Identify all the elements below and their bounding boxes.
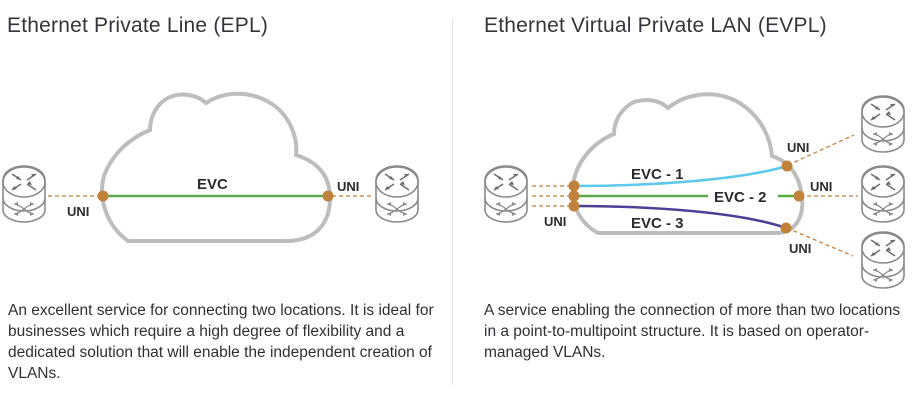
epl-uni-node-right [322, 190, 334, 202]
epl-router-right-icon [375, 165, 419, 223]
epl-description: An excellent service for connecting two … [8, 302, 434, 382]
evpl-router-bottom-icon [861, 231, 905, 289]
evpl-cloud [571, 92, 805, 235]
evpl-router-left-icon [484, 165, 528, 223]
evpl-uni-node-mid [793, 190, 805, 202]
evpl-uni-node-left-3 [568, 200, 580, 212]
evpl-uni-dash-top [787, 134, 855, 166]
evpl-description: A service enabling the connection of mor… [484, 302, 901, 361]
epl-router-left-icon [2, 165, 46, 223]
epl-title: Ethernet Private Line (EPL) [7, 14, 269, 37]
evpl-uni-dash-bottom [786, 227, 854, 257]
evpl-evc-3-line [573, 204, 787, 230]
epl-uni-node-left [97, 190, 109, 202]
evpl-uni-node-top [781, 160, 793, 172]
evpl-router-mid-icon [861, 165, 905, 223]
epl-evc-label: EVC [197, 176, 228, 193]
epl-uni-label-right: UNI [337, 179, 359, 194]
evpl-evc-3-label: EVC - 3 [631, 215, 684, 232]
epl-diagram: EVC UNI UNI [2, 91, 419, 243]
evpl-uni-label-bottom: UNI [789, 241, 811, 256]
evpl-evc-2-label: EVC - 2 [714, 189, 767, 206]
evpl-diagram: EVC - 1 EVC - 2 EVC - 3 UNI UNI UNI UNI [484, 92, 905, 289]
evpl-uni-label-top: UNI [787, 140, 809, 155]
evpl-uni-label-left: UNI [544, 214, 566, 229]
evpl-uni-node-left-1 [568, 180, 580, 192]
evpl-router-top-icon [861, 95, 905, 153]
evpl-title: Ethernet Virtual Private LAN (EVPL) [484, 14, 827, 37]
evpl-evc-1-line [573, 164, 788, 188]
evpl-uni-node-bottom [780, 222, 792, 234]
epl-cloud [100, 91, 333, 243]
epl-uni-label-left: UNI [67, 204, 89, 219]
evpl-evc-1-label: EVC - 1 [631, 166, 684, 183]
evpl-uni-label-mid: UNI [810, 179, 832, 194]
section-divider [452, 18, 453, 385]
evpl-uni-node-left-2 [568, 190, 580, 202]
